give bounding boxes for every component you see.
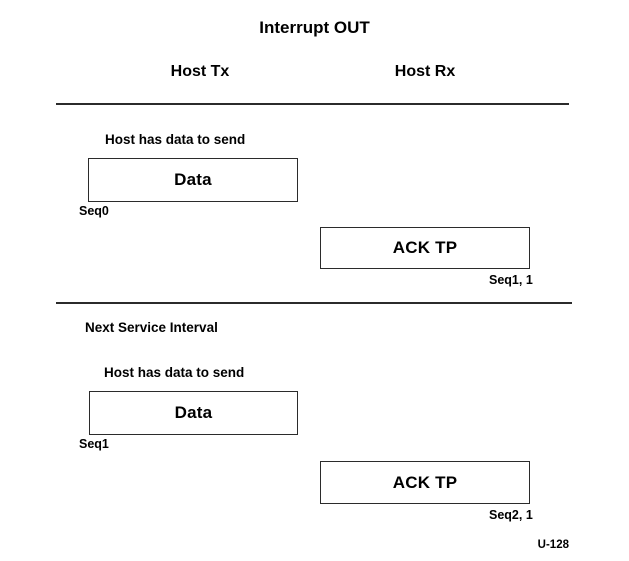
- column-header-host-rx: Host Rx: [394, 63, 456, 80]
- figure-reference-label: U-128: [537, 539, 569, 551]
- section2-tx-seq-label: Seq1: [79, 437, 109, 451]
- section1-rx-seq-label: Seq1, 1: [489, 273, 533, 287]
- section1-rx-packet-box: ACK TP: [320, 227, 530, 269]
- middle-divider-rule: [56, 302, 572, 304]
- section2-tx-packet-label: Data: [174, 403, 213, 422]
- section1-rx-packet-label: ACK TP: [392, 238, 458, 257]
- section1-tx-seq-label: Seq0: [79, 204, 109, 218]
- section2-rx-packet-label: ACK TP: [392, 472, 458, 492]
- section2-tx-packet-box: Data: [89, 391, 298, 435]
- section1-tx-packet-label: Data: [174, 170, 212, 189]
- section2-heading: Next Service Interval: [85, 320, 218, 335]
- top-divider-rule: [56, 103, 569, 105]
- section2-rx-seq-label: Seq2, 1: [489, 508, 533, 522]
- diagram-title: Interrupt OUT: [259, 18, 370, 37]
- section1-tx-note: Host has data to send: [105, 132, 246, 147]
- column-header-host-tx: Host Tx: [170, 63, 230, 80]
- section2-rx-packet-box: ACK TP: [320, 461, 530, 504]
- section1-tx-packet-box: Data: [88, 158, 298, 202]
- section2-tx-note: Host has data to send: [104, 365, 245, 380]
